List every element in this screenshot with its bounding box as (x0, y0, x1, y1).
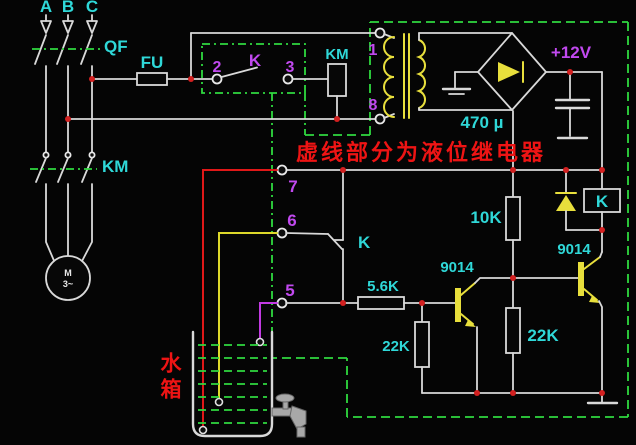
bridge-rectifier: +12V (418, 32, 603, 171)
faucet (271, 393, 307, 438)
relay-contact-k: K (285, 169, 371, 304)
relay-enclosure-dashed-boundary (201, 21, 629, 418)
relay-coil-k: K (583, 169, 621, 253)
km-coil-label: KM (325, 46, 348, 63)
terminal-7 (276, 164, 288, 176)
transistor-bar (455, 288, 461, 322)
km-coil: KM (325, 46, 349, 120)
contact-blade (220, 66, 258, 78)
junction-dots (65, 69, 605, 396)
resistor-22k-right-label: 22K (527, 326, 559, 345)
motor-letter: M (64, 268, 72, 278)
primary-winding (383, 36, 395, 118)
resistor-22k-left (414, 321, 430, 368)
three-phase-supply: A B C (40, 0, 98, 34)
relay-unit: 7 6 5 K 5.6K 22K 9014 (276, 164, 621, 405)
resistor-22k-left-label: 22K (382, 338, 410, 355)
tank-label: 水箱 (158, 352, 182, 404)
probe-wire-middle (218, 232, 278, 400)
arrow-down-icon (62, 20, 74, 34)
resistor-10k-label: 10K (470, 208, 502, 227)
resistor-10k (505, 196, 521, 241)
water-tank: 水箱 (158, 330, 307, 438)
contactor-km-main: KM (30, 151, 128, 264)
terminal-1 (374, 27, 386, 39)
breaker-qf: QF (32, 34, 128, 153)
transistor-bar (578, 262, 584, 296)
resistor-5k6 (357, 296, 405, 310)
probe-electrode-bottom (198, 425, 208, 435)
motor: M 3~ (45, 255, 91, 301)
arrow-down-icon (40, 20, 52, 34)
relay-contact-label: K (358, 233, 371, 252)
capacitor-label: 470 µ (461, 113, 504, 132)
bridge-diamond (477, 32, 547, 111)
water-level-lines (198, 344, 267, 424)
phase-arrows (40, 14, 98, 34)
terminal-6-label: 6 (287, 211, 296, 230)
phase-a-label: A (40, 0, 52, 16)
terminal-3-label: 3 (286, 59, 295, 76)
fuse-body (136, 72, 168, 86)
contactor-label: KM (102, 157, 128, 176)
relay-banner-text: 虚线部分为液位继电器 (296, 140, 546, 165)
tank-walls (191, 330, 274, 438)
faucet-handle (275, 393, 295, 403)
contact-k-label: K (249, 51, 262, 70)
resistor-5k6-label: 5.6K (367, 278, 399, 295)
resistor-22k-right (505, 307, 521, 354)
fuse-label: FU (141, 53, 164, 72)
transformer: 1 8 (369, 27, 426, 125)
transistor-q1-label: 9014 (440, 259, 474, 276)
motor-phase: 3~ (63, 279, 73, 289)
transistor-q2-label: 9014 (557, 241, 591, 258)
voltage-label: +12V (551, 43, 592, 62)
emitter-arrow-icon (465, 320, 476, 327)
probe-wire-top (259, 302, 278, 340)
emitter-arrow-icon (589, 296, 600, 303)
faucet-body (289, 405, 307, 430)
diode-icon (498, 62, 520, 82)
filter-capacitor: 470 µ (461, 71, 591, 140)
terminal-8-label: 8 (369, 97, 378, 114)
terminal-2 (211, 73, 223, 85)
probe-wires (198, 169, 278, 435)
terminal-1-label: 1 (369, 42, 378, 59)
phase-c-label: C (86, 0, 98, 16)
relay-coil-label: K (596, 192, 609, 211)
km-coil-body (327, 63, 347, 97)
transistor-q2: 9014 (557, 241, 603, 394)
faucet-spout (296, 426, 306, 438)
contact-k-dashed-box (201, 43, 306, 94)
terminal-5-label: 5 (285, 281, 294, 300)
terminal-2-label: 2 (213, 59, 222, 76)
terminal-8 (374, 113, 386, 125)
relay-output-contact: 2 K 3 (211, 51, 329, 85)
contact-blade (327, 233, 343, 250)
arrow-down-icon (86, 20, 98, 34)
breaker-label: QF (104, 37, 128, 56)
flyback-diode (555, 169, 603, 231)
phase-b-label: B (62, 0, 74, 16)
probe-electrode-top (255, 337, 265, 347)
secondary-winding (415, 39, 426, 109)
transistor-q1: 9014 (440, 259, 514, 394)
probe-electrode-middle (214, 397, 224, 407)
diode-icon (556, 195, 576, 211)
fuse-fu: FU (91, 53, 213, 86)
probe-wire-bottom (202, 169, 278, 428)
terminal-7-label: 7 (288, 177, 297, 196)
control-wiring (67, 32, 376, 120)
